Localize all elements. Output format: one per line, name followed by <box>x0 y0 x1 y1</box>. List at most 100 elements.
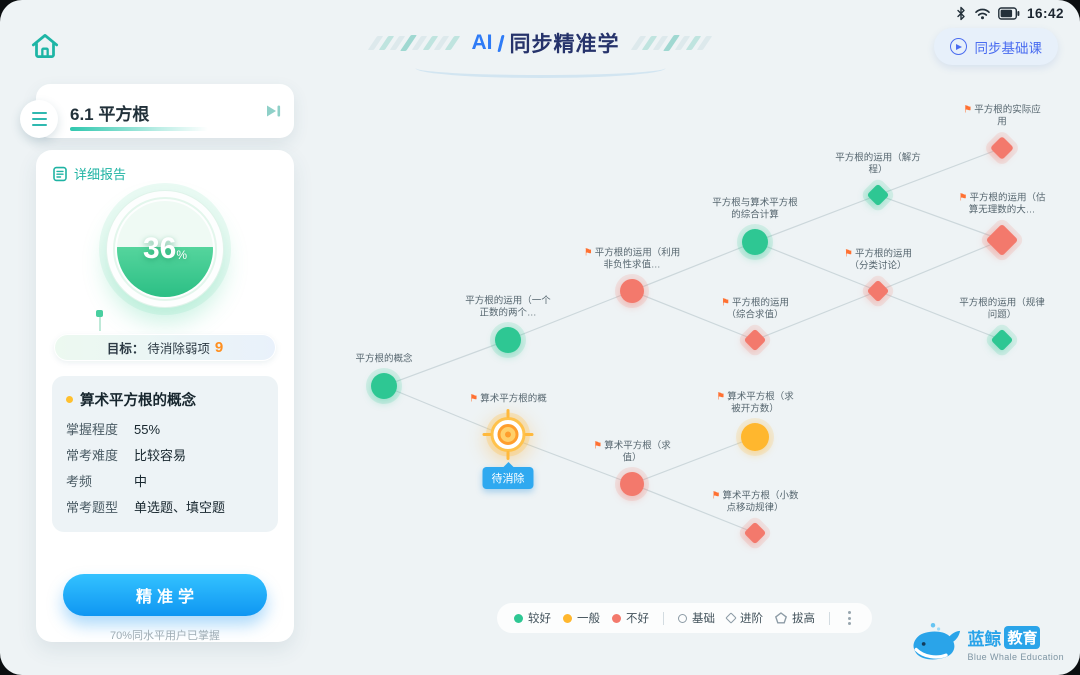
play-next-icon[interactable] <box>265 103 282 124</box>
knowledge-node[interactable] <box>866 279 890 303</box>
legend-bar: 较好一般不好基础进阶拔高 <box>497 603 872 633</box>
legend-item: 不好 <box>612 610 649 626</box>
goal-prefix: 目标： <box>106 342 145 356</box>
node-label: ⚑算术平方根的概 <box>469 393 547 405</box>
status-bar: 16:42 <box>955 6 1064 21</box>
goal-pill: 目标： 待消除弱项 9 <box>54 334 276 361</box>
pentagon-shape-icon <box>775 612 787 624</box>
node-label: ⚑平方根的运用（估算无理数的大… <box>958 192 1046 216</box>
stat-value: 比较容易 <box>134 448 187 463</box>
flag-icon: ⚑ <box>721 297 730 309</box>
decor-slashes-right <box>630 35 713 51</box>
stat-value: 55% <box>134 422 161 437</box>
knowledge-node[interactable] <box>990 328 1014 352</box>
node-label: 平方根的概念 <box>355 353 413 365</box>
brand-name-cn-badge: 教育 <box>1004 625 1041 649</box>
chapter-card: 6.1 平方根 <box>36 84 294 138</box>
node-label: ⚑算术平方根（小数点移动规律） <box>711 490 799 514</box>
wifi-icon <box>975 8 990 20</box>
goal-label: 待消除弱项 <box>147 342 210 356</box>
bullet-dot <box>66 396 73 403</box>
knowledge-node[interactable] <box>741 423 769 451</box>
goal-count: 9 <box>214 339 224 356</box>
status-dot-icon <box>514 613 523 623</box>
precise-learn-button[interactable]: 精准学 <box>63 574 267 616</box>
knowledge-node[interactable] <box>989 135 1015 161</box>
brand-logo: 蓝鲸 教育 Blue Whale Education <box>905 619 1064 667</box>
knowledge-node[interactable] <box>743 328 767 352</box>
stat-value: 中 <box>134 474 148 489</box>
home-icon <box>31 33 59 58</box>
legend-label: 基础 <box>692 613 715 625</box>
report-icon <box>53 166 67 181</box>
legend-label: 进阶 <box>740 613 763 625</box>
knowledge-node[interactable] <box>866 183 890 207</box>
stat-label: 考频 <box>66 474 93 489</box>
page-title: AI 同步精准学 <box>367 28 713 78</box>
knowledge-node[interactable] <box>742 229 768 255</box>
node-label: ⚑算术平方根（求值） <box>593 440 671 464</box>
flag-icon: ⚑ <box>963 104 973 116</box>
flag-icon: ⚑ <box>469 393 479 405</box>
stat-row: 常考难度 比较容易 <box>66 445 264 467</box>
legend-item: 较好 <box>514 610 551 626</box>
node-label: 平方根与算术平方根的综合计算 <box>712 197 798 221</box>
legend-divider <box>663 611 664 625</box>
stat-label: 常考题型 <box>66 500 119 515</box>
mastery-gauge: 36% <box>106 190 224 308</box>
peer-mastery-note: 70%同水平用户已掌握 <box>109 630 220 642</box>
stat-row: 考频 中 <box>66 471 264 493</box>
app-title: AI 同步精准学 <box>415 28 665 78</box>
legend-label: 较好 <box>528 613 551 625</box>
whale-icon <box>913 623 961 660</box>
play-icon <box>949 38 967 55</box>
node-label: ⚑平方根的实际应用 <box>963 104 1041 128</box>
flag-icon: ⚑ <box>593 440 603 452</box>
home-button[interactable] <box>26 28 64 66</box>
node-label: ⚑平方根的运用（利用非负性求值… <box>583 247 681 271</box>
menu-button[interactable] <box>20 100 58 138</box>
gauge-bowl <box>117 201 213 297</box>
title-text: 同步精准学 <box>509 33 620 56</box>
legend-divider <box>829 611 830 625</box>
bluetooth-icon <box>957 6 965 21</box>
status-dot-icon <box>563 613 572 623</box>
stat-row: 掌握程度 55% <box>66 419 264 441</box>
knowledge-node[interactable] <box>985 223 1019 257</box>
gauge-fill <box>117 247 213 297</box>
gauge-value: 36% <box>142 232 188 265</box>
gauge-ring <box>113 197 217 301</box>
legend-label: 一般 <box>577 613 600 625</box>
knowledge-node[interactable] <box>743 521 767 545</box>
flag-icon: ⚑ <box>716 391 726 403</box>
node-label: ⚑算术平方根（求被开方数） <box>716 391 794 415</box>
selected-knowledge-node[interactable] <box>482 409 534 466</box>
sync-course-button[interactable]: 同步基础课 <box>933 28 1058 65</box>
flag-icon: ⚑ <box>844 248 853 260</box>
knowledge-node[interactable] <box>371 373 397 399</box>
status-dot-icon <box>612 613 621 623</box>
diamond-shape-icon <box>725 612 737 624</box>
flag-icon: ⚑ <box>711 490 721 502</box>
stat-row: 常考题型 单选题、填空题 <box>66 497 264 519</box>
circle-shape-icon <box>678 613 687 623</box>
chapter-underline <box>70 127 208 131</box>
node-label: ⚑平方根的运用（分类讨论） <box>844 248 912 272</box>
knowledge-node[interactable] <box>495 327 521 353</box>
to-eliminate-badge: 待消除 <box>482 462 534 489</box>
knowledge-node[interactable] <box>620 472 644 496</box>
flag-icon: ⚑ <box>583 247 593 259</box>
stat-label: 掌握程度 <box>66 422 119 437</box>
legend-label: 不好 <box>626 613 649 625</box>
more-options-icon[interactable] <box>844 609 855 627</box>
battery-icon <box>998 7 1020 20</box>
decor-slashes-left <box>367 35 461 51</box>
clock: 16:42 <box>1026 6 1064 21</box>
gauge-connector <box>96 310 103 331</box>
brand-text: 蓝鲸 教育 Blue Whale Education <box>967 625 1064 662</box>
knowledge-node[interactable] <box>620 279 644 303</box>
report-link[interactable]: 详细报告 <box>52 164 126 183</box>
stat-value: 单选题、填空题 <box>134 500 226 515</box>
legend-item: 一般 <box>563 610 600 626</box>
